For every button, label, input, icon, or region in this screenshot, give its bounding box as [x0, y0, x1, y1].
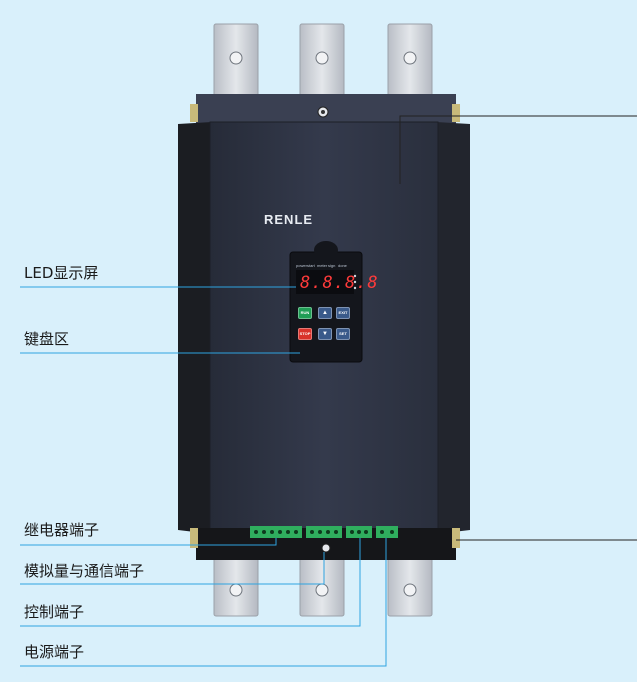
top-busbar-l2	[299, 23, 345, 105]
callout-relay-terminals: 继电器端子	[24, 521, 100, 539]
bottom-busbar-t1	[213, 547, 259, 617]
callout-analog-comm-terminals: 模拟量与通信端子	[24, 562, 145, 580]
leader-line-analog-comm	[20, 552, 325, 585]
body-right-side	[436, 122, 470, 534]
led-window	[296, 270, 354, 294]
top-busbar-l1	[213, 23, 259, 105]
indicator-meter: meter	[317, 263, 328, 268]
exit-key[interactable]: EXIT	[336, 307, 350, 319]
analog-comm-terminal-block	[306, 526, 342, 538]
up-arrow-icon[interactable]: ▲	[318, 307, 332, 319]
power-terminal-block	[376, 526, 398, 538]
indicator-sign: sign	[328, 263, 336, 268]
callout-led-display: LED显示屏	[24, 264, 99, 282]
callout-keypad: 键盘区	[24, 330, 70, 348]
body-left-side	[178, 122, 212, 534]
indicator-power: power	[296, 263, 307, 268]
leader-line-control	[20, 538, 361, 627]
set-key[interactable]: SET	[336, 328, 350, 340]
brand-logo: RENLE	[264, 212, 314, 227]
control-terminal-block	[346, 526, 372, 538]
stop-key[interactable]: STOP	[298, 328, 312, 340]
leader-line-relay	[20, 538, 277, 546]
led-display: 8.8.8.8	[300, 273, 379, 293]
indicator-start: start	[307, 263, 315, 268]
leader-line-top-right	[399, 115, 637, 184]
down-arrow-icon[interactable]: ▼	[318, 328, 332, 340]
callout-power-terminals: 电源端子	[24, 643, 85, 661]
run-key[interactable]: RUN	[298, 307, 312, 319]
ground-screw-icon	[321, 543, 331, 553]
leader-line-power	[20, 538, 387, 667]
leader-lines	[20, 286, 387, 667]
top-busbar-l3	[387, 23, 433, 105]
callout-control-terminals: 控制端子	[24, 603, 85, 621]
leader-lines-dark	[399, 115, 637, 541]
relay-terminal-block	[250, 526, 302, 538]
indicator-done: done	[338, 263, 347, 268]
